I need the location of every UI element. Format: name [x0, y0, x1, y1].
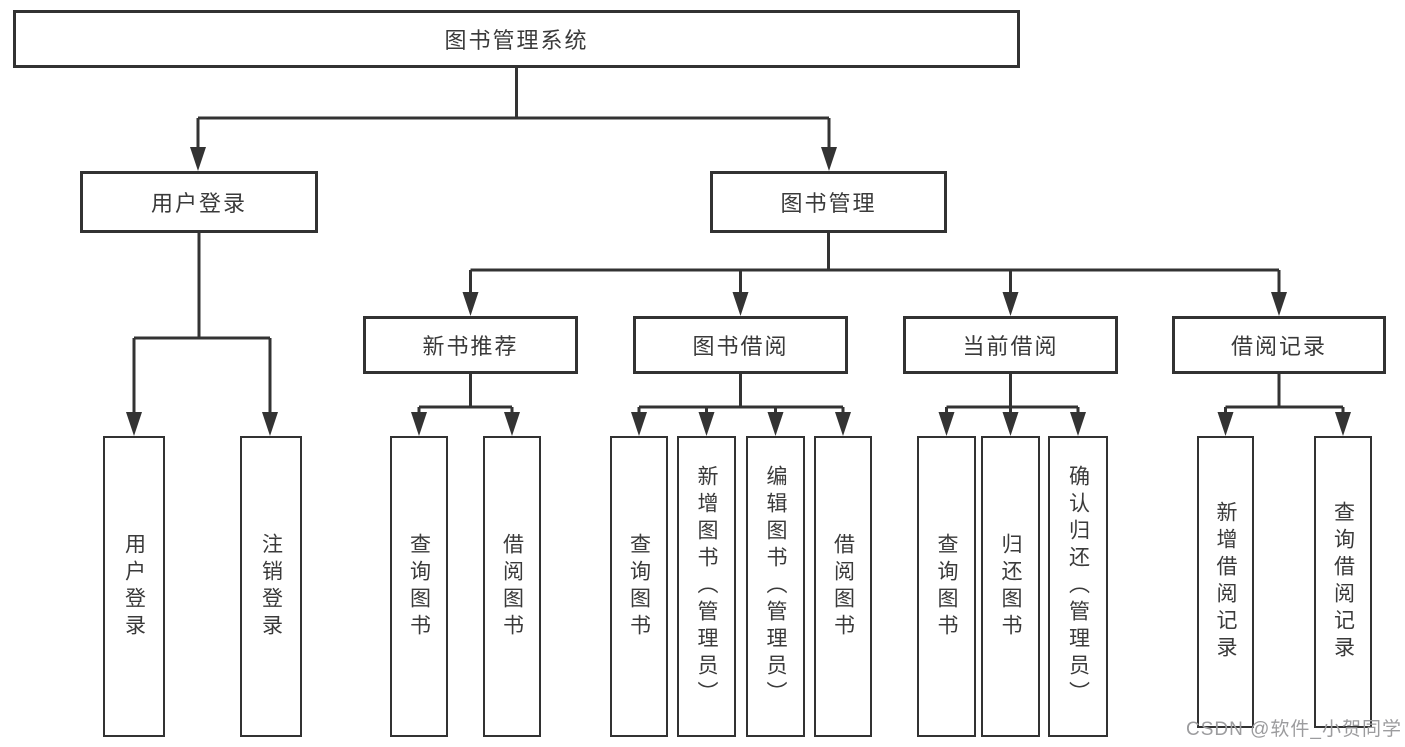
leaf-user-login: 用户登录	[103, 436, 165, 737]
node-label: 图书借阅	[692, 334, 789, 359]
node-new-book-recommend: 新书推荐	[363, 316, 578, 374]
node-label: 图书管理	[780, 191, 877, 216]
node-label: 新增借阅记录	[1214, 501, 1237, 663]
node-current-borrowing: 当前借阅	[903, 316, 1118, 374]
node-label: 图书管理系统	[444, 28, 589, 53]
csdn-watermark: CSDN @软件_小贺同学	[1186, 719, 1402, 740]
leaf-add-books-admin: 新增图书（管理员）	[677, 436, 736, 737]
leaf-return-books: 归还图书	[981, 436, 1040, 737]
leaf-borrow-books-recommend: 借阅图书	[483, 436, 541, 737]
connector-root-to-level2	[190, 68, 837, 171]
node-label: 编辑图书（管理员）	[764, 465, 787, 708]
node-label: 查询借阅记录	[1331, 501, 1355, 663]
connector-current-borrowing-group	[938, 374, 1086, 436]
node-label: 用户登录	[122, 532, 146, 641]
node-book-management: 图书管理	[710, 171, 947, 233]
node-label: 当前借阅	[962, 334, 1059, 359]
node-label: 查询图书	[935, 532, 958, 641]
node-label: 新书推荐	[422, 334, 519, 359]
node-label: 查询图书	[407, 532, 431, 641]
connector-new-book-group	[411, 374, 520, 436]
node-label: 注销登录	[259, 532, 283, 641]
leaf-logout: 注销登录	[240, 436, 302, 737]
connector-book-management-to-level3	[462, 233, 1287, 316]
connector-user-login-group	[126, 233, 278, 436]
leaf-query-borrow-record: 查询借阅记录	[1314, 436, 1372, 728]
node-label: 归还图书	[999, 532, 1022, 641]
node-label: 借阅图书	[831, 532, 855, 641]
node-label: 新增图书（管理员）	[695, 465, 718, 708]
connector-borrow-records-group	[1217, 374, 1351, 436]
node-user-login: 用户登录	[80, 171, 318, 233]
leaf-query-books-current: 查询图书	[917, 436, 976, 737]
node-label: 借阅图书	[500, 532, 524, 641]
node-label: 用户登录	[150, 191, 247, 216]
leaf-borrow-books: 借阅图书	[814, 436, 872, 737]
node-library-system: 图书管理系统	[13, 10, 1020, 68]
connector-book-borrowing-group	[631, 374, 851, 436]
node-label: 确认归还（管理员）	[1066, 465, 1090, 708]
node-borrow-records: 借阅记录	[1172, 316, 1386, 374]
leaf-confirm-return-admin: 确认归还（管理员）	[1048, 436, 1108, 737]
leaf-query-books-recommend: 查询图书	[390, 436, 448, 737]
node-label: 借阅记录	[1230, 334, 1327, 359]
node-book-borrowing: 图书借阅	[633, 316, 848, 374]
leaf-edit-books-admin: 编辑图书（管理员）	[746, 436, 805, 737]
node-label: 查询图书	[627, 532, 651, 641]
leaf-add-borrow-record: 新增借阅记录	[1197, 436, 1254, 728]
leaf-query-books-borrowing: 查询图书	[610, 436, 668, 737]
